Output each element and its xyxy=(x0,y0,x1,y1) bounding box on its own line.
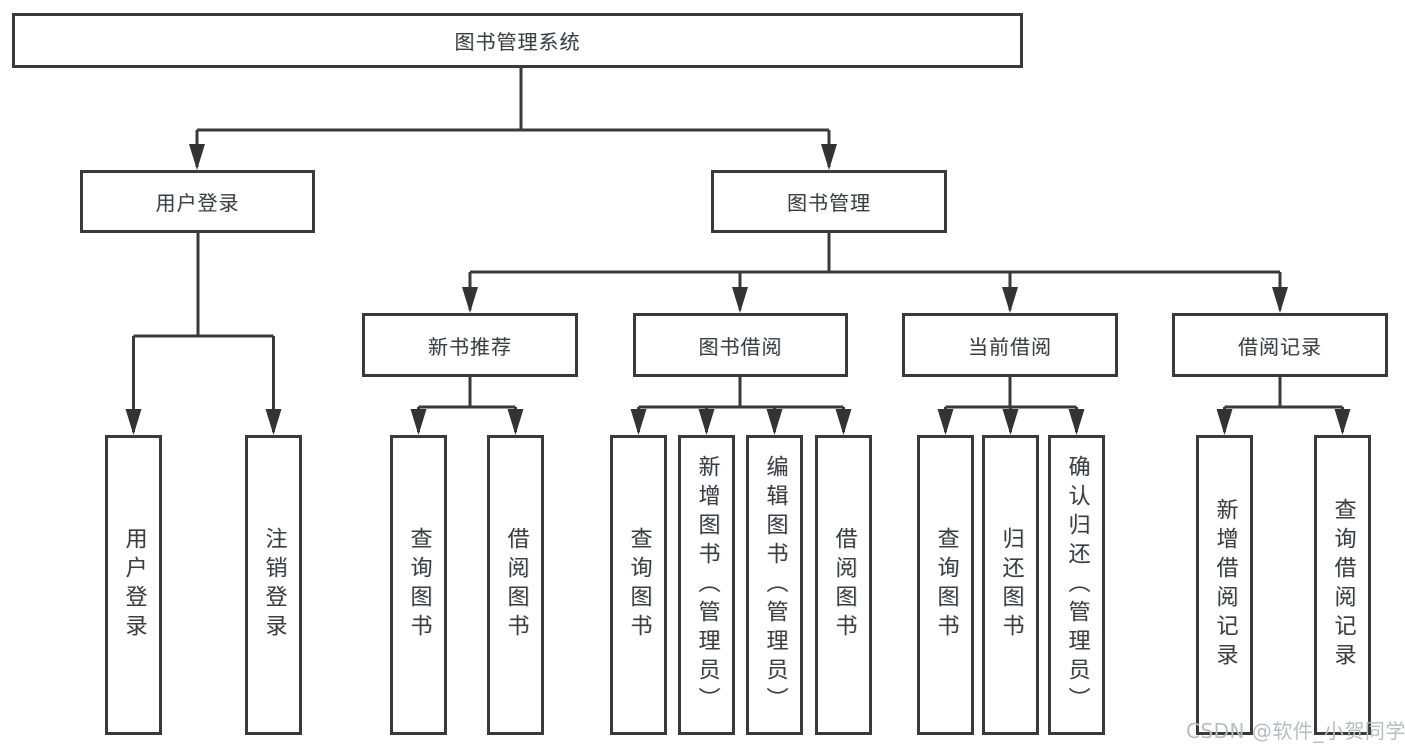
leaf-edit-books-admin: 编辑图书（管理员） xyxy=(746,435,803,735)
leaf-query-borrow-record: 查询借阅记录 xyxy=(1314,435,1371,735)
leaf-add-borrow-record: 新增借阅记录 xyxy=(1196,435,1253,735)
leaf-borrow-books-recommend: 借阅图书 xyxy=(487,435,544,735)
node-book-borrowing: 图书借阅 xyxy=(633,313,848,377)
node-user-login: 用户登录 xyxy=(80,170,315,233)
leaf-logout: 注销登录 xyxy=(245,435,302,735)
node-new-book-recommendation: 新书推荐 xyxy=(362,313,578,377)
leaf-add-books-admin: 新增图书（管理员） xyxy=(678,435,735,735)
leaf-borrow-books: 借阅图书 xyxy=(815,435,872,735)
node-current-borrowing: 当前借阅 xyxy=(902,313,1118,377)
leaf-query-books-current: 查询图书 xyxy=(917,435,974,735)
csdn-watermark: CSDN @软件_小贺同学 xyxy=(1186,719,1405,743)
node-library-management-system: 图书管理系统 xyxy=(12,13,1023,68)
leaf-confirm-return-admin: 确认归还（管理员） xyxy=(1048,435,1105,735)
leaf-user-login: 用户登录 xyxy=(105,435,162,735)
node-book-management: 图书管理 xyxy=(711,170,947,233)
leaf-query-books-borrow: 查询图书 xyxy=(610,435,667,735)
node-borrowing-records: 借阅记录 xyxy=(1172,313,1388,377)
leaf-return-books: 归还图书 xyxy=(982,435,1039,735)
leaf-query-books-recommend: 查询图书 xyxy=(390,435,447,735)
